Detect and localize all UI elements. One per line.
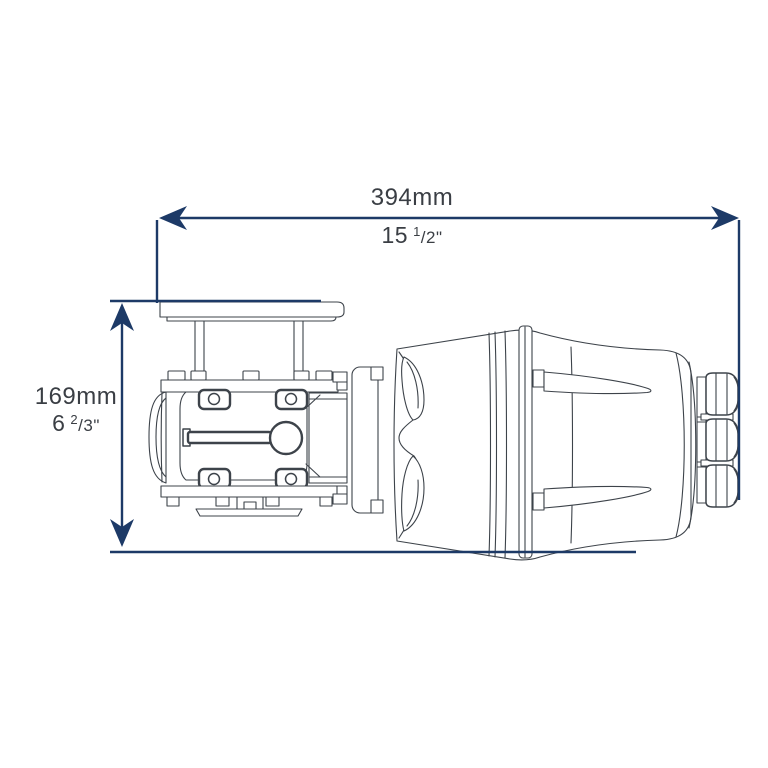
- arrowhead-down-icon: [110, 519, 134, 547]
- height-metric-label: 169mm: [34, 383, 118, 410]
- width-metric-label: 394mm: [370, 184, 454, 211]
- height-imperial-whole: 6: [52, 410, 66, 436]
- width-imperial-label: 15 1/2": [297, 224, 527, 247]
- width-dimension: [155, 206, 741, 500]
- width-imperial-rest: /2": [420, 228, 443, 247]
- mounting-flange: [159, 301, 345, 381]
- height-imperial-rest: /3": [78, 416, 100, 435]
- height-imperial-numerator: 2: [70, 412, 79, 427]
- width-imperial-numerator: 1: [413, 224, 421, 239]
- gearbox: [148, 370, 348, 517]
- arrowhead-right-icon: [711, 206, 739, 230]
- windlass-assembly-drawing: [148, 301, 740, 561]
- height-dimension: [110, 299, 636, 554]
- width-imperial-whole: 15: [381, 222, 409, 248]
- terminal-nuts: [696, 372, 740, 508]
- motor-body: [393, 325, 697, 561]
- arrowhead-left-icon: [159, 206, 187, 230]
- arrowhead-up-icon: [110, 303, 134, 331]
- motor-adapter: [332, 366, 384, 514]
